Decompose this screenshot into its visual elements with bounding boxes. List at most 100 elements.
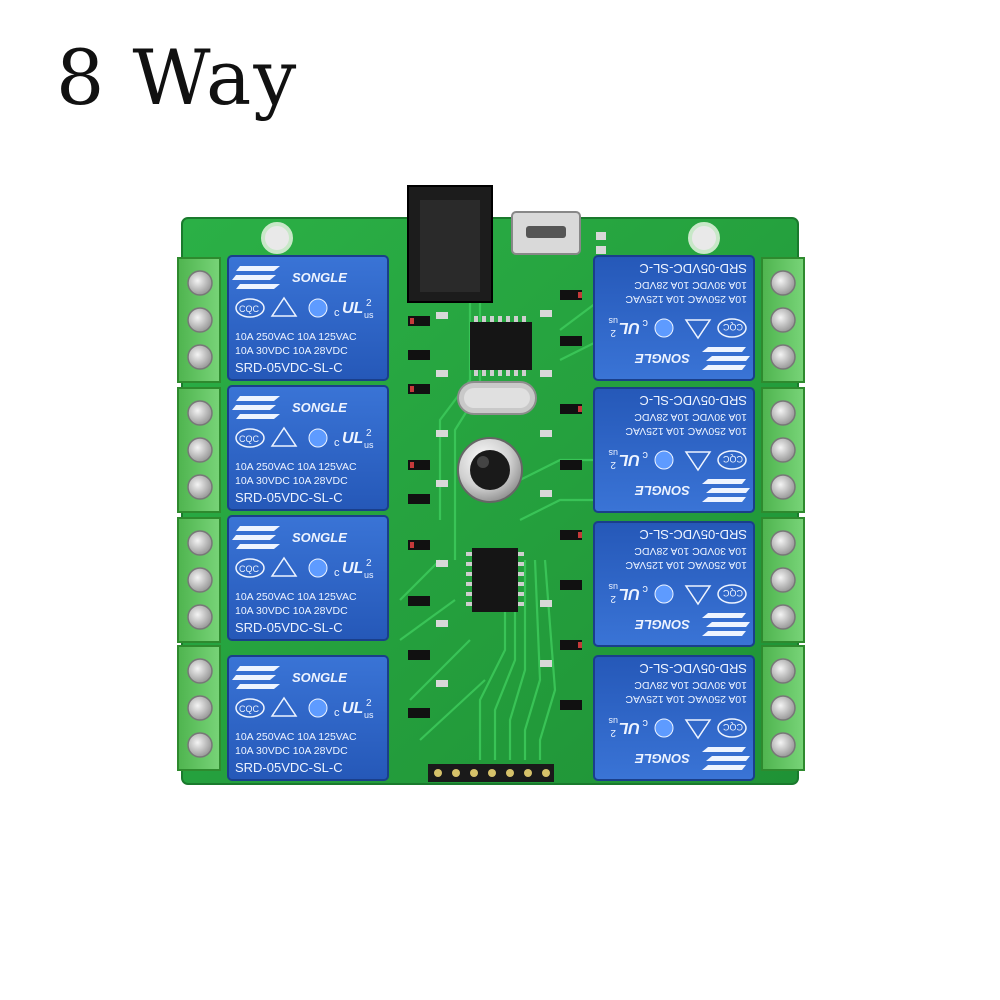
terminal-block (177, 257, 221, 383)
cqc-mark: CQC (723, 588, 744, 598)
right-terminal-blocks (761, 257, 805, 771)
relay-brand: SONGLE (635, 751, 690, 766)
relay-brand: SONGLE (292, 670, 347, 685)
relay-rating-line2: 10A 30VDC 10A 28VDC (235, 605, 348, 617)
relay-left-1: SONGLE CQC c UL 2 us 10A 250VAC 10A 125V… (227, 255, 389, 381)
relay-model: SRD-05VDC-SL-C (235, 760, 343, 775)
ul-mark-c: c (642, 717, 648, 729)
cqc-mark: CQC (239, 434, 260, 444)
micro-usb-port (511, 211, 581, 255)
terminal-block (761, 387, 805, 513)
cqc-mark: CQC (239, 704, 260, 714)
songle-logo-icon (232, 396, 280, 419)
cqc-mark: CQC (723, 722, 744, 732)
songle-logo-icon (702, 747, 750, 770)
crystal-oscillator (457, 381, 537, 415)
svg-text:UL: UL (342, 300, 363, 317)
cqc-mark: CQC (239, 304, 260, 314)
relay-left-4: SONGLE CQC c UL 2 us 10A 250VAC 10A 125V… (227, 655, 389, 781)
relay-brand: SONGLE (292, 400, 347, 415)
relay-model: SRD-05VDC-SL-C (639, 261, 747, 276)
ul-mark-num: 2 (366, 698, 372, 709)
smd-components (408, 232, 606, 718)
product-title: 8 Way (56, 33, 299, 122)
relay-right-3: SONGLE CQC c UL 2 us 10A 250VAC 10A 125V… (593, 521, 755, 647)
ce-triangle-icon (270, 296, 298, 317)
ce-triangle-icon (684, 319, 712, 340)
electrolytic-capacitor (457, 437, 523, 503)
cqc-mark: CQC (723, 322, 744, 332)
relay-right-1: SONGLE CQC c UL 2 us 10A 250VAC 10A 125V… (593, 255, 755, 381)
ul-mark-us: us (608, 582, 618, 592)
ul-mark-c: c (334, 307, 340, 319)
relay-model: SRD-05VDC-SL-C (639, 527, 747, 542)
ul-mark-num: 2 (610, 727, 616, 738)
cqc-mark: CQC (723, 454, 744, 464)
relay-rating-line1: 10A 250VAC 10A 125VAC (625, 559, 747, 571)
songle-logo-icon (232, 266, 280, 289)
relay-model: SRD-05VDC-SL-C (639, 393, 747, 408)
ce-triangle-icon (270, 426, 298, 447)
terminal-block (177, 387, 221, 513)
terminal-block (761, 517, 805, 643)
ul-mark-num: 2 (610, 593, 616, 604)
songle-logo-icon (232, 526, 280, 549)
ce-triangle-icon (684, 451, 712, 472)
relay-left-3: SONGLE CQC c UL 2 us 10A 250VAC 10A 125V… (227, 515, 389, 641)
relay-brand: SONGLE (635, 483, 690, 498)
svg-text:UL: UL (619, 719, 640, 736)
songle-logo-icon (702, 479, 750, 502)
svg-text:UL: UL (619, 585, 640, 602)
mounting-holes (261, 222, 720, 254)
songle-logo-icon (702, 347, 750, 370)
ul-mark-us: us (364, 440, 374, 450)
terminal-block (761, 257, 805, 383)
ul-mark-num: 2 (610, 459, 616, 470)
relay-brand: SONGLE (292, 270, 347, 285)
cqc-mark: CQC (239, 564, 260, 574)
ul-mark-num: 2 (366, 558, 372, 569)
ce-triangle-icon (684, 585, 712, 606)
relay-model: SRD-05VDC-SL-C (235, 360, 343, 375)
pin-header (428, 764, 554, 782)
svg-text:UL: UL (619, 319, 640, 336)
relay-rating-line1: 10A 250VAC 10A 125VAC (235, 461, 357, 473)
ul-mark-us: us (364, 570, 374, 580)
ul-mark-us: us (608, 316, 618, 326)
relay-right-2: SONGLE CQC c UL 2 us 10A 250VAC 10A 125V… (593, 387, 755, 513)
relay-rating-line2: 10A 30VDC 10A 28VDC (235, 345, 348, 357)
ul-mark-us: us (608, 448, 618, 458)
svg-text:UL: UL (619, 451, 640, 468)
ce-triangle-icon (270, 696, 298, 717)
songle-logo-icon (702, 613, 750, 636)
relay-rating-line2: 10A 30VDC 10A 28VDC (634, 279, 747, 291)
ul-mark-us: us (364, 710, 374, 720)
ul-mark-us: us (608, 716, 618, 726)
microcontroller-chip (470, 316, 532, 376)
ul-mark-num: 2 (366, 298, 372, 309)
relay-rating-line2: 10A 30VDC 10A 28VDC (634, 679, 747, 691)
relay-rating-line2: 10A 30VDC 10A 28VDC (235, 475, 348, 487)
svg-text:UL: UL (342, 700, 363, 717)
ce-triangle-icon (270, 556, 298, 577)
relay-model: SRD-05VDC-SL-C (235, 490, 343, 505)
dc-power-jack (407, 185, 493, 303)
relay-rating-line2: 10A 30VDC 10A 28VDC (634, 411, 747, 423)
svg-text:UL: UL (342, 430, 363, 447)
ul-mark-num: 2 (366, 428, 372, 439)
songle-logo-icon (232, 666, 280, 689)
relay-model: SRD-05VDC-SL-C (639, 661, 747, 676)
relay-rating-line1: 10A 250VAC 10A 125VAC (625, 693, 747, 705)
relay-left-2: SONGLE CQC c UL 2 us 10A 250VAC 10A 125V… (227, 385, 389, 511)
relay-rating-line1: 10A 250VAC 10A 125VAC (235, 591, 357, 603)
ce-triangle-icon (684, 719, 712, 740)
ul-mark-c: c (334, 707, 340, 719)
ul-mark-c: c (642, 583, 648, 595)
relay-rating-line1: 10A 250VAC 10A 125VAC (625, 425, 747, 437)
relay-rating-line1: 10A 250VAC 10A 125VAC (235, 731, 357, 743)
terminal-block (761, 645, 805, 771)
left-terminal-blocks (177, 257, 221, 771)
terminal-block (177, 645, 221, 771)
svg-text:UL: UL (342, 560, 363, 577)
